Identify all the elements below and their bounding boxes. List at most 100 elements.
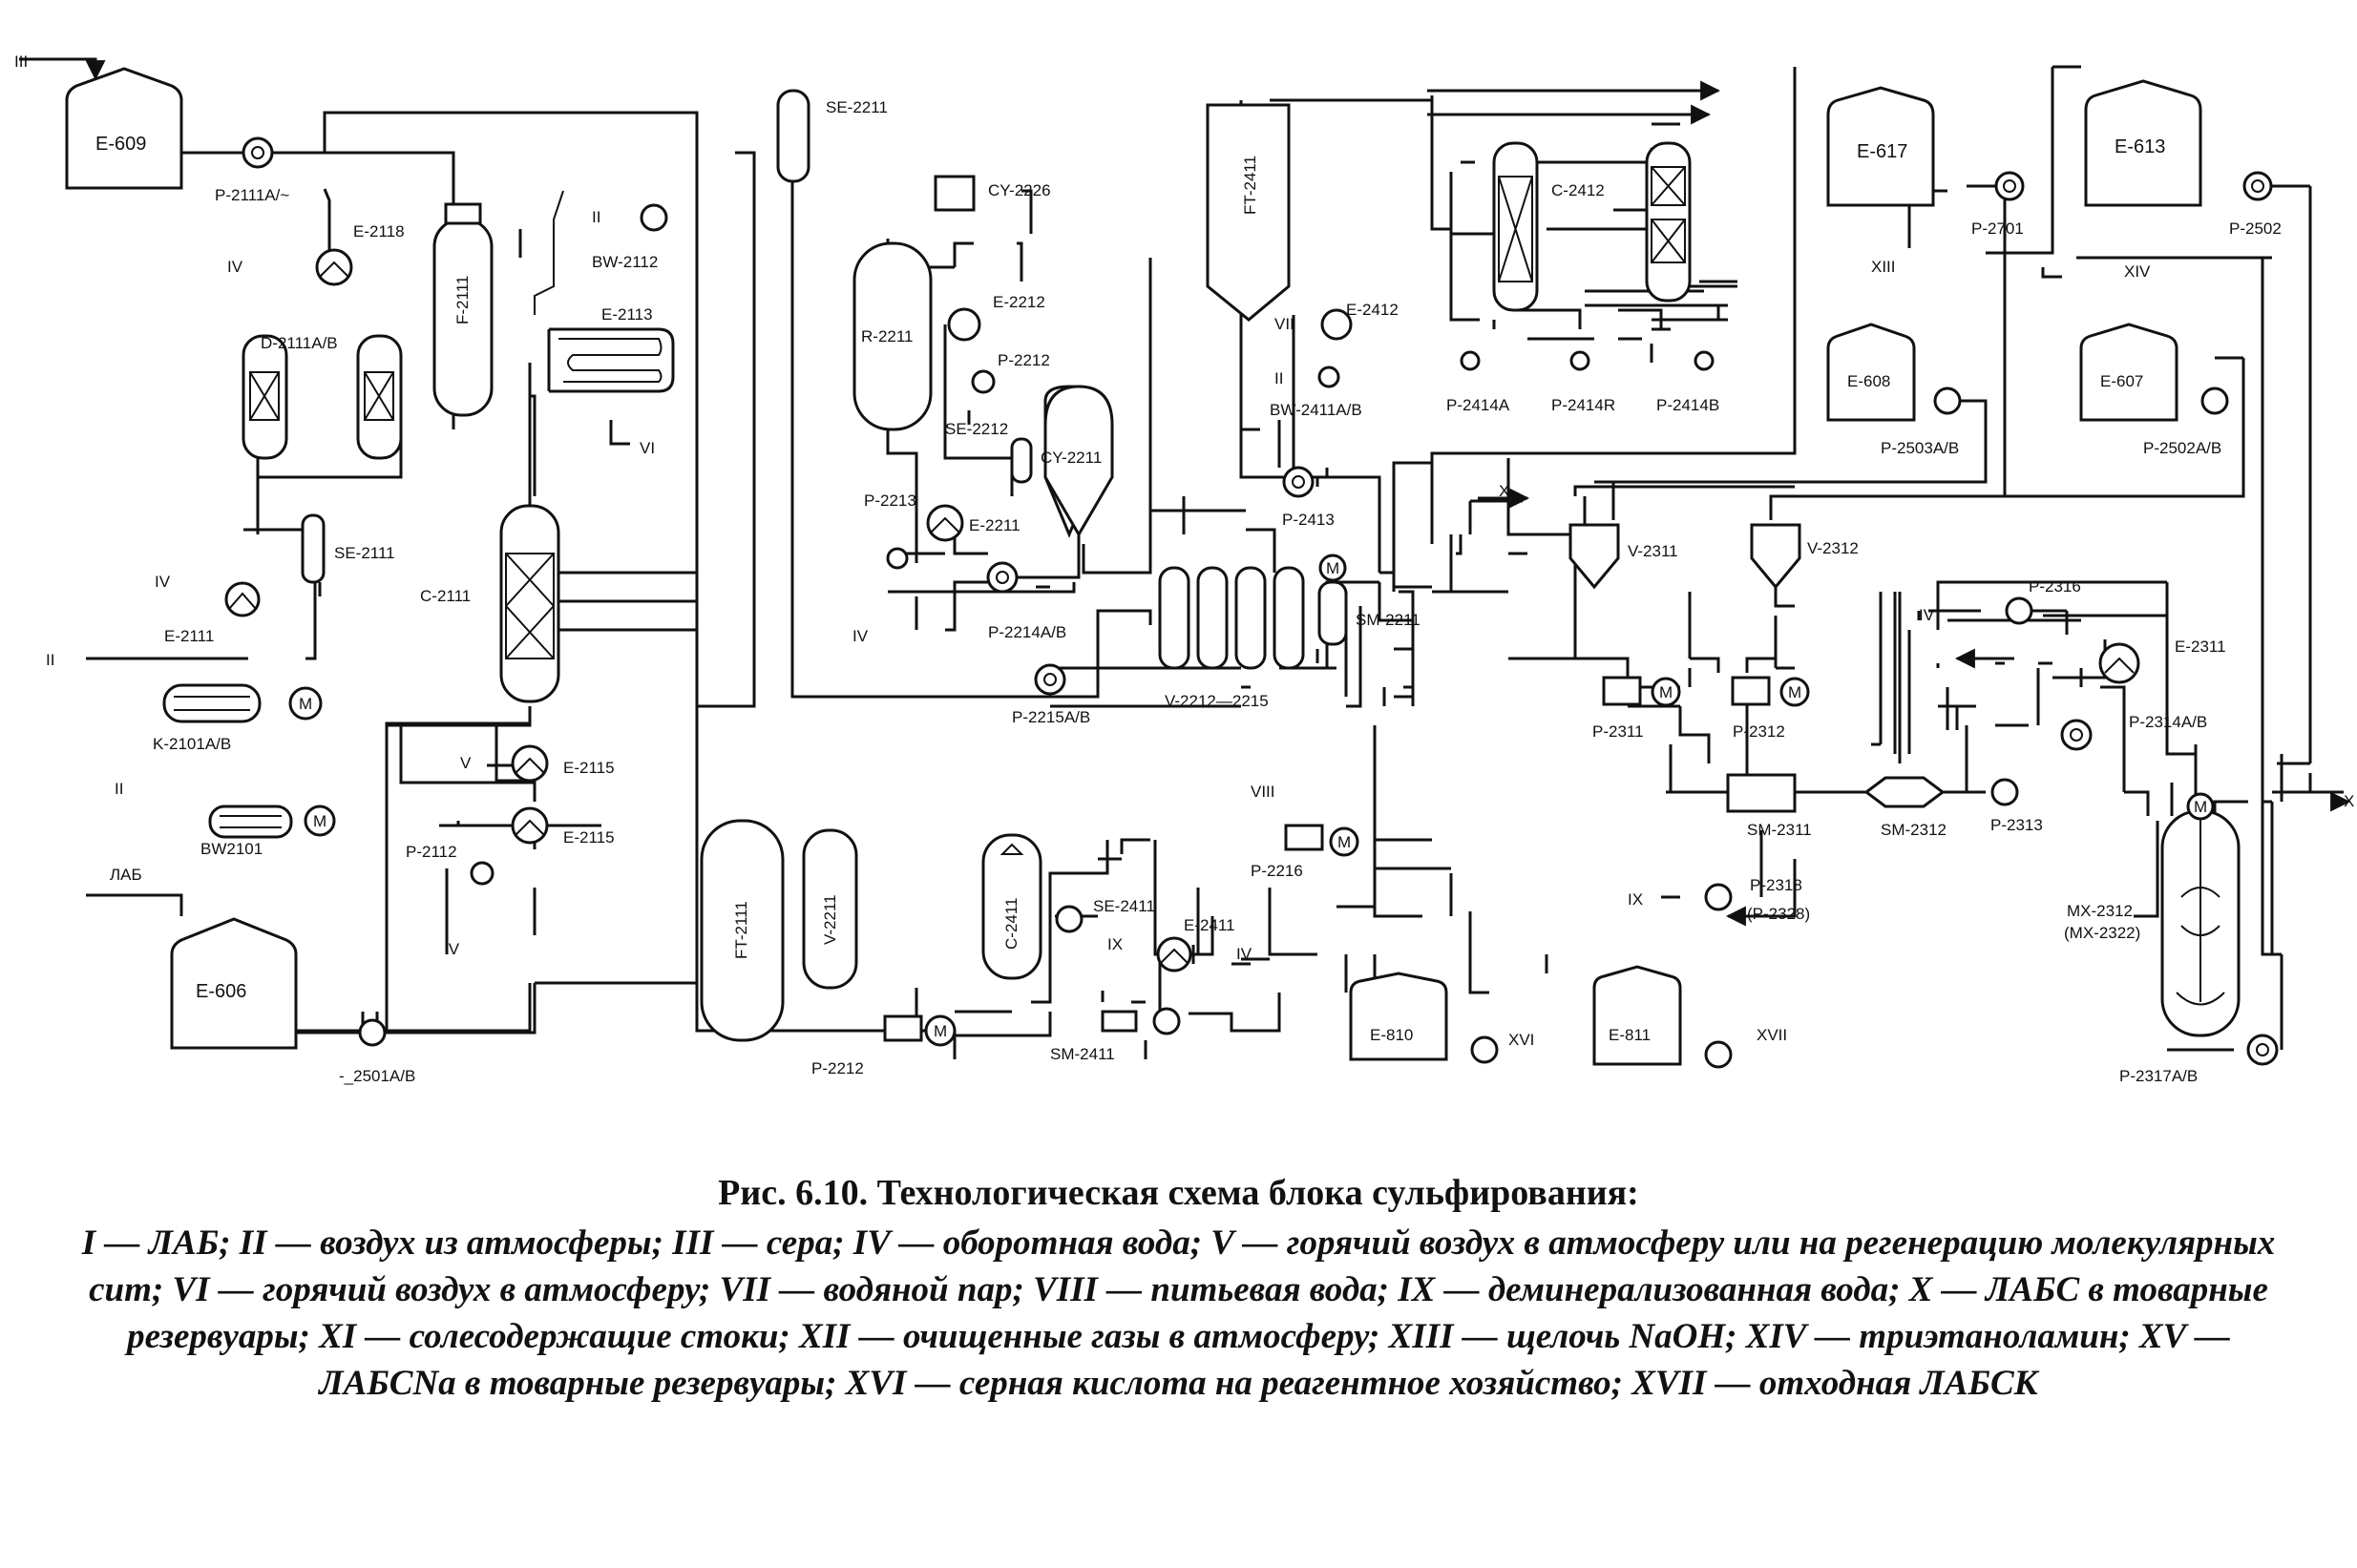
equipment-label: E-609 bbox=[95, 134, 146, 155]
equipment-label: P-2414B bbox=[1656, 396, 1719, 414]
stream-label: VII bbox=[1274, 315, 1294, 333]
equipment-label: V-2311 bbox=[1628, 542, 1678, 560]
equipment-label: SE-2212 bbox=[945, 420, 1008, 438]
equipment-label: E-2212 bbox=[993, 293, 1045, 311]
equipment-label: P-2212 bbox=[811, 1059, 864, 1077]
equipment-label: SE-2111 bbox=[334, 544, 395, 562]
stream-label: II bbox=[592, 208, 600, 226]
equipment-label: SM-2311 bbox=[1747, 821, 1812, 839]
motor-label: M bbox=[1659, 683, 1673, 701]
stream-label: III bbox=[14, 52, 28, 71]
equipment bbox=[65, 67, 2279, 1069]
equipment-label: SM-2211 bbox=[1356, 611, 1421, 629]
motor-label: M bbox=[1337, 833, 1351, 851]
stream-label: XIV bbox=[2124, 262, 2151, 281]
stream-label: IX bbox=[1628, 890, 1643, 909]
equipment-label: F-2111 bbox=[453, 276, 472, 324]
equipment-label: P-2413 bbox=[1282, 511, 1335, 529]
equipment-label: P-2414A bbox=[1446, 396, 1510, 414]
equipment-label: E-2115 bbox=[563, 828, 615, 847]
stream-label: IV bbox=[1919, 606, 1935, 624]
equipment-label: E-606 bbox=[196, 981, 246, 1002]
equipment-label: P-2111A/~ bbox=[215, 186, 289, 204]
figure-caption: Рис. 6.10. Технологическая схема блока с… bbox=[57, 1172, 2300, 1407]
equipment-label: P-2317A/B bbox=[2119, 1067, 2198, 1085]
motor-label: M bbox=[299, 695, 312, 713]
equipment-labels: III E-609 P-2111A/~ E-2118 IV D-2111A/B … bbox=[14, 52, 2354, 1085]
equipment-label: P-2314A/B bbox=[2129, 713, 2207, 731]
equipment-label: P-2701 bbox=[1971, 220, 2024, 238]
equipment-label: -_2501A/B bbox=[339, 1067, 415, 1085]
equipment-label: BW2101 bbox=[200, 840, 263, 858]
equipment-label: E-2211 bbox=[969, 516, 1021, 534]
equipment-label: K-2101A/B bbox=[153, 735, 231, 753]
equipment-label: SM-2312 bbox=[1881, 821, 1947, 839]
equipment-label: V-2312 bbox=[1807, 539, 1859, 557]
stream-label: II bbox=[115, 780, 123, 798]
equipment-label: P-2414R bbox=[1551, 396, 1615, 414]
equipment-label: E-607 bbox=[2100, 372, 2143, 390]
process-flow-diagram: III E-609 P-2111A/~ E-2118 IV D-2111A/B … bbox=[14, 52, 2354, 1085]
equipment-label: P-2312 bbox=[1733, 722, 1785, 741]
equipment-label: (MX-2322) bbox=[2064, 924, 2140, 942]
stream-label: IV bbox=[444, 940, 460, 958]
equipment-label: C-2412 bbox=[1551, 181, 1605, 199]
equipment-label: SE-2411 bbox=[1093, 897, 1155, 915]
stream-label: XVI bbox=[1508, 1031, 1534, 1049]
motor-label: M bbox=[1326, 559, 1339, 577]
motor-label: M bbox=[313, 812, 326, 830]
stream-label: X bbox=[2344, 792, 2354, 810]
equipment-label: P-2313 bbox=[1990, 816, 2043, 834]
equipment-label: P-2112 bbox=[406, 843, 457, 861]
equipment-label: P-2502A/B bbox=[2143, 439, 2221, 457]
equipment-label: P-2316 bbox=[2029, 577, 2081, 596]
stream-label: IV bbox=[155, 573, 171, 591]
equipment-label: CY-2211 bbox=[1041, 449, 1102, 467]
equipment-label: R-2211 bbox=[861, 327, 914, 345]
stream-label: V bbox=[460, 754, 472, 772]
equipment-label: BW-2411A/B bbox=[1270, 401, 1362, 419]
equipment-label: E-613 bbox=[2115, 136, 2165, 157]
equipment-label: V-2212—2215 bbox=[1165, 692, 1269, 710]
equipment-label: V-2211 bbox=[821, 894, 839, 945]
equipment-label: E-811 bbox=[1609, 1026, 1651, 1044]
stream-label: IX bbox=[1107, 935, 1123, 953]
equipment-label: E-2118 bbox=[353, 222, 405, 240]
equipment-label: P-2503A/B bbox=[1881, 439, 1959, 457]
equipment-label: E-2411 bbox=[1184, 916, 1235, 934]
equipment-label: E-608 bbox=[1847, 372, 1890, 390]
caption-legend: I — ЛАБ; II — воздух из атмосферы; III —… bbox=[81, 1223, 2276, 1403]
equipment-label: E-2412 bbox=[1346, 301, 1399, 319]
stream-label: X bbox=[1499, 482, 1509, 500]
equipment-label: P-2318 bbox=[1750, 876, 1802, 894]
equipment-label: P-2311 bbox=[1592, 722, 1644, 741]
equipment-label: E-2311 bbox=[2175, 638, 2226, 656]
equipment-label: C-2411 bbox=[1002, 898, 1021, 951]
stream-label: IV bbox=[227, 258, 243, 276]
equipment-label: E-617 bbox=[1857, 141, 1907, 162]
motor-label: M bbox=[2194, 798, 2207, 816]
stream-label: ЛАБ bbox=[110, 866, 142, 884]
stream-label: XVII bbox=[1757, 1026, 1787, 1044]
equipment-label: P-2212 bbox=[998, 351, 1050, 369]
piping bbox=[19, 57, 2351, 1059]
equipment-label: C-2111 bbox=[420, 587, 471, 605]
stream-label: II bbox=[1274, 369, 1283, 387]
stream-label: IV bbox=[1236, 945, 1252, 963]
equipment-label: FT-2111 bbox=[732, 901, 750, 959]
equipment-label: E-2115 bbox=[563, 759, 615, 777]
stream-label: VI bbox=[640, 439, 655, 457]
equipment-label: P-2215A/B bbox=[1012, 708, 1090, 726]
equipment-label: MX-2312 bbox=[2067, 902, 2133, 920]
equipment-label: E-810 bbox=[1370, 1026, 1413, 1044]
equipment-label: D-2111A/B bbox=[261, 334, 338, 352]
stream-label: VIII bbox=[1251, 783, 1275, 801]
equipment-label: FT-2411 bbox=[1241, 156, 1259, 215]
equipment-label: P-2216 bbox=[1251, 862, 1303, 880]
equipment-label: (P-2328) bbox=[1747, 905, 1810, 923]
equipment-label: CY-2226 bbox=[988, 181, 1051, 199]
equipment-label: P-2214A/B bbox=[988, 623, 1066, 641]
stream-label: IV bbox=[852, 627, 869, 645]
stream-label: XIII bbox=[1871, 258, 1896, 276]
equipment-label: BW-2112 bbox=[592, 253, 658, 271]
